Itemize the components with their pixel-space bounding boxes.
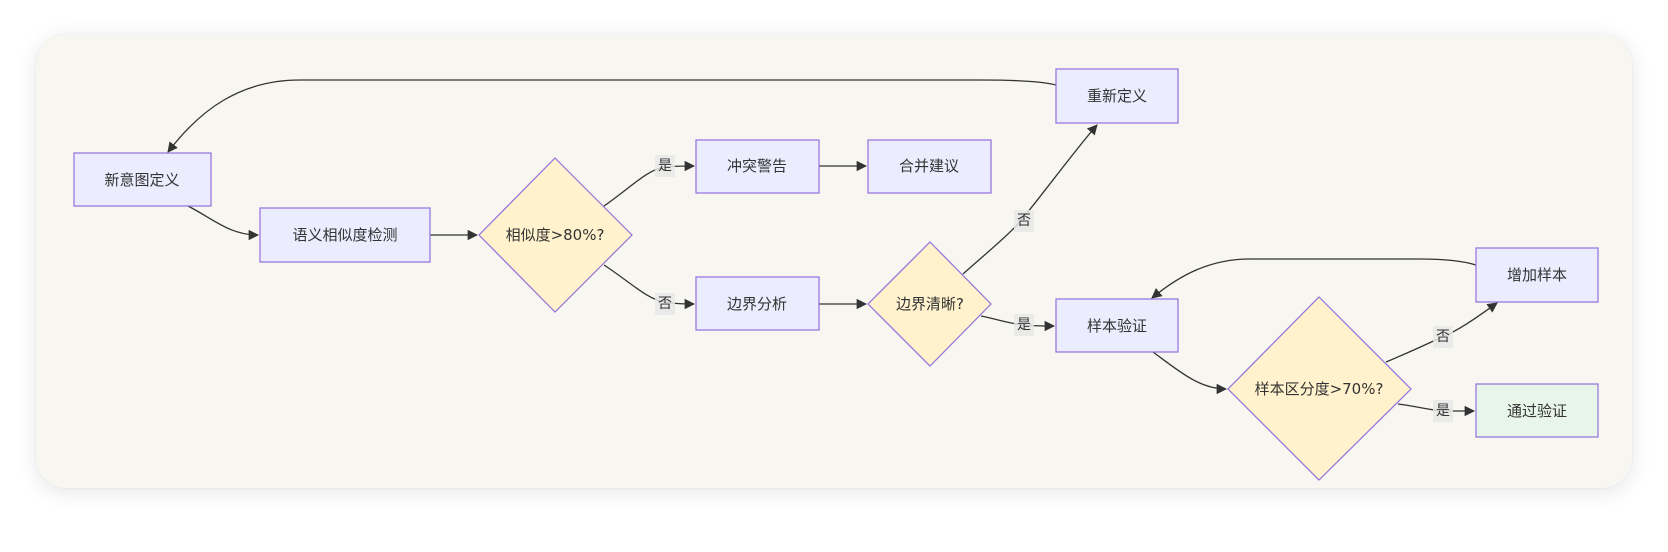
- node-redefine[interactable]: 重新定义: [1055, 68, 1179, 124]
- node-conflict-warning[interactable]: 冲突警告: [695, 139, 820, 194]
- edge-label-no-redefine: 否: [1014, 210, 1034, 232]
- edge-sample-validation-to-distinction-decision: [1152, 351, 1228, 395]
- svg-text:样本区分度>70%?: 样本区分度>70%?: [1255, 380, 1384, 398]
- svg-text:否: 否: [1017, 213, 1031, 229]
- svg-text:冲突警告: 冲突警告: [727, 157, 787, 175]
- svg-text:是: 是: [658, 158, 672, 174]
- node-boundary-decision[interactable]: 边界清晰?: [867, 241, 992, 367]
- node-sample-validation[interactable]: 样本验证: [1055, 298, 1179, 353]
- svg-text:否: 否: [1436, 329, 1450, 345]
- node-similarity-decision[interactable]: 相似度>80%?: [478, 157, 633, 313]
- node-boundary-analysis[interactable]: 边界分析: [695, 276, 820, 331]
- svg-text:样本验证: 样本验证: [1087, 317, 1147, 335]
- node-semantic-check[interactable]: 语义相似度检测: [259, 207, 431, 263]
- svg-text:通过验证: 通过验证: [1507, 402, 1567, 420]
- edge-label-yes-sample-validation: 是: [1014, 314, 1034, 336]
- svg-text:增加样本: 增加样本: [1507, 266, 1567, 284]
- svg-text:语义相似度检测: 语义相似度检测: [292, 226, 397, 244]
- edge-labels: 是 否 否 是 否 是: [655, 155, 1453, 422]
- svg-text:边界分析: 边界分析: [727, 295, 787, 313]
- node-new-intent[interactable]: 新意图定义: [73, 152, 212, 207]
- edge-new-intent-to-semantic-check: [187, 205, 260, 241]
- svg-text:边界清晰?: 边界清晰?: [896, 295, 964, 313]
- svg-text:否: 否: [658, 296, 672, 312]
- node-add-samples[interactable]: 增加样本: [1475, 247, 1599, 303]
- edge-similarity-decision-to-boundary-analysis: [603, 264, 696, 310]
- svg-text:合并建议: 合并建议: [899, 157, 959, 175]
- edge-label-no-add-samples: 否: [1433, 326, 1453, 348]
- edge-label-yes-conflict: 是: [655, 155, 675, 177]
- edge-redefine-to-new-intent: [167, 79, 1057, 153]
- svg-text:新意图定义: 新意图定义: [104, 171, 179, 189]
- svg-text:重新定义: 重新定义: [1087, 87, 1147, 105]
- svg-text:是: 是: [1436, 403, 1450, 419]
- edge-label-no-boundary: 否: [655, 293, 675, 315]
- edge-label-yes-pass: 是: [1433, 400, 1453, 422]
- edge-similarity-decision-to-conflict-warning: [603, 160, 696, 207]
- svg-text:相似度>80%?: 相似度>80%?: [506, 226, 605, 244]
- node-distinction-decision[interactable]: 样本区分度>70%?: [1227, 296, 1412, 481]
- node-pass-validation[interactable]: 通过验证: [1475, 383, 1599, 438]
- node-merge-suggestion[interactable]: 合并建议: [867, 139, 992, 194]
- svg-text:是: 是: [1017, 317, 1031, 333]
- edge-add-samples-to-sample-validation: [1151, 258, 1477, 299]
